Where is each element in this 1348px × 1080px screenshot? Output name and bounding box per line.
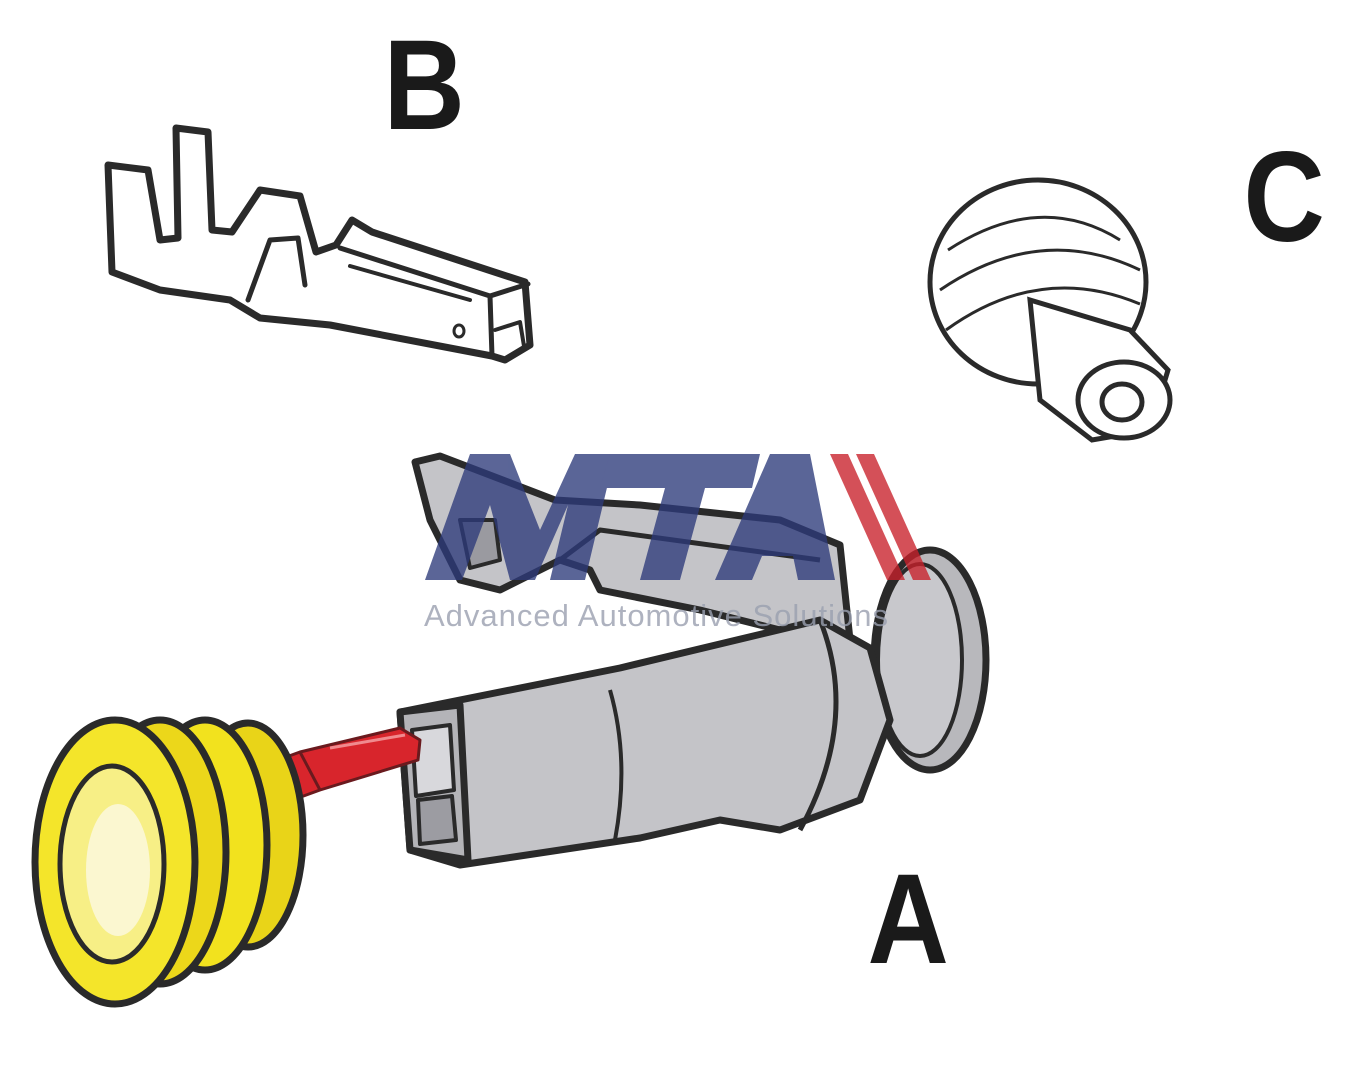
watermark-tagline: Advanced Automotive Solutions bbox=[424, 598, 889, 633]
label-part-c: C bbox=[1243, 126, 1325, 269]
yellow-wire-seal bbox=[31, 716, 307, 1008]
crimp-terminal-b bbox=[104, 124, 534, 364]
red-terminal bbox=[276, 726, 422, 800]
label-part-b: B bbox=[383, 14, 465, 157]
label-part-a: A bbox=[867, 848, 949, 991]
cable-seal-c bbox=[927, 177, 1173, 443]
watermark-logo bbox=[425, 454, 931, 580]
